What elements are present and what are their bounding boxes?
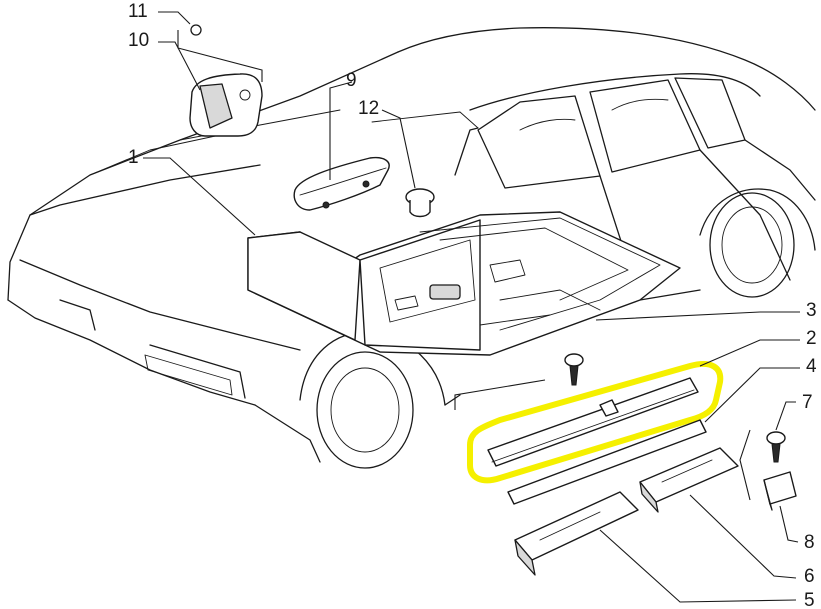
- highlighted-sill-plate: [467, 361, 724, 484]
- leader-lines: [143, 11, 800, 603]
- callout-10: 10: [128, 30, 149, 51]
- callout-5: 5: [804, 590, 815, 609]
- callout-labels: 11 10 9 12 1 3 2 4 7 8 6 5: [128, 1, 817, 609]
- plug: [405, 188, 435, 218]
- callout-9: 9: [346, 70, 357, 91]
- callout-7: 7: [802, 392, 813, 413]
- sill-cover-rear: [639, 447, 739, 513]
- screw: [564, 353, 584, 386]
- screw-small: [766, 431, 786, 463]
- callout-6: 6: [804, 566, 815, 587]
- bracket: [763, 471, 797, 511]
- lower-trim: [507, 419, 707, 505]
- callout-3: 3: [806, 300, 817, 321]
- callout-4: 4: [806, 356, 817, 377]
- callout-11: 11: [128, 1, 148, 22]
- callout-12: 12: [358, 98, 379, 119]
- clip-ring: [190, 24, 202, 36]
- callout-2: 2: [806, 328, 817, 349]
- car-outline: [7, 27, 816, 469]
- floor-carpet: [247, 211, 681, 356]
- callout-8: 8: [804, 532, 815, 553]
- sill-cover-front: [514, 491, 639, 576]
- armrest: [293, 156, 390, 211]
- callout-1: 1: [128, 147, 139, 168]
- belt-cover: [189, 73, 263, 137]
